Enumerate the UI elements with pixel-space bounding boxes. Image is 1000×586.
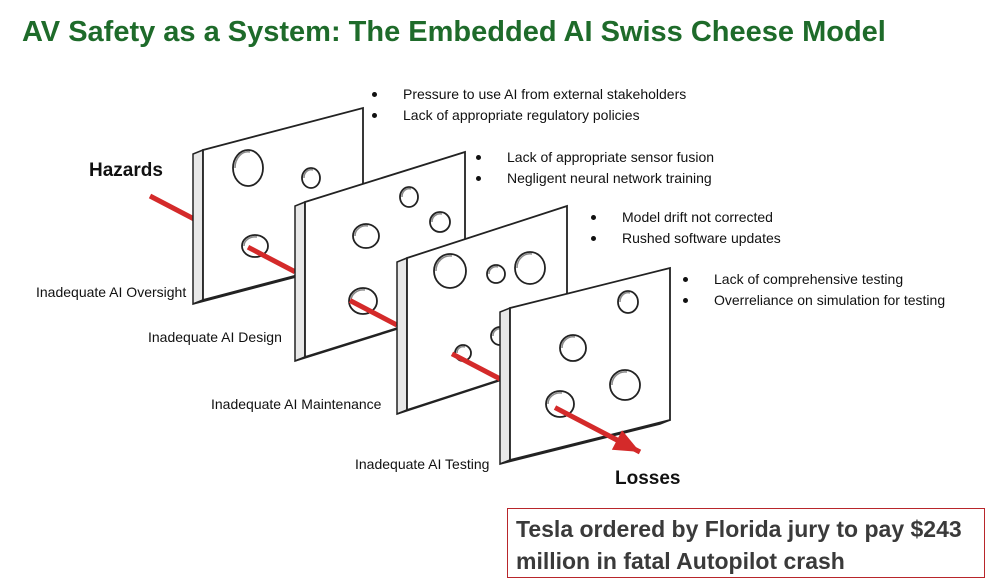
cheese-hole xyxy=(545,390,575,418)
cheese-hole xyxy=(486,264,506,284)
cheese-hole xyxy=(559,334,587,362)
slice-testing xyxy=(499,266,671,466)
cheese-hole xyxy=(301,167,321,189)
layer-label-design: Inadequate AI Design xyxy=(148,329,282,345)
cheese-hole xyxy=(232,149,264,187)
cheese-hole xyxy=(514,251,546,285)
bullets-design: Lack of appropriate sensor fusion Neglig… xyxy=(474,147,714,189)
losses-label: Losses xyxy=(615,468,681,489)
cheese-hole xyxy=(429,211,451,233)
bullet-item: Rushed software updates xyxy=(589,228,781,249)
bullets-maintenance: Model drift not corrected Rushed softwar… xyxy=(589,207,781,249)
arrow-head-icon xyxy=(611,430,640,452)
bullet-item: Lack of appropriate sensor fusion xyxy=(474,147,714,168)
bullets-testing: Lack of comprehensive testing Overrelian… xyxy=(681,269,945,311)
bullet-item: Negligent neural network training xyxy=(474,168,714,189)
bullet-item: Lack of comprehensive testing xyxy=(681,269,945,290)
bullet-item: Lack of appropriate regulatory policies xyxy=(370,105,686,126)
hazards-label: Hazards xyxy=(89,160,163,181)
bullet-item: Model drift not corrected xyxy=(589,207,781,228)
layer-label-oversight: Inadequate AI Oversight xyxy=(36,284,187,300)
bullets-oversight: Pressure to use AI from external stakeho… xyxy=(370,84,686,126)
cheese-hole xyxy=(617,290,639,314)
cheese-hole xyxy=(348,287,378,315)
cheese-hole xyxy=(609,369,641,401)
page-title: AV Safety as a System: The Embedded AI S… xyxy=(22,16,886,48)
bullet-item: Pressure to use AI from external stakeho… xyxy=(370,84,686,105)
layer-label-maintenance: Inadequate AI Maintenance xyxy=(211,396,382,412)
cheese-hole xyxy=(433,253,467,289)
cheese-hole xyxy=(399,186,419,208)
news-headline-box: Tesla ordered by Florida jury to pay $24… xyxy=(507,508,985,578)
bullet-item: Overreliance on simulation for testing xyxy=(681,290,945,311)
hazard-arrow-segment xyxy=(246,244,297,274)
hazard-arrow-segment xyxy=(348,298,399,328)
layer-label-testing: Inadequate AI Testing xyxy=(355,456,490,472)
cheese-hole xyxy=(352,223,380,249)
hazard-arrow-segment xyxy=(450,351,502,382)
